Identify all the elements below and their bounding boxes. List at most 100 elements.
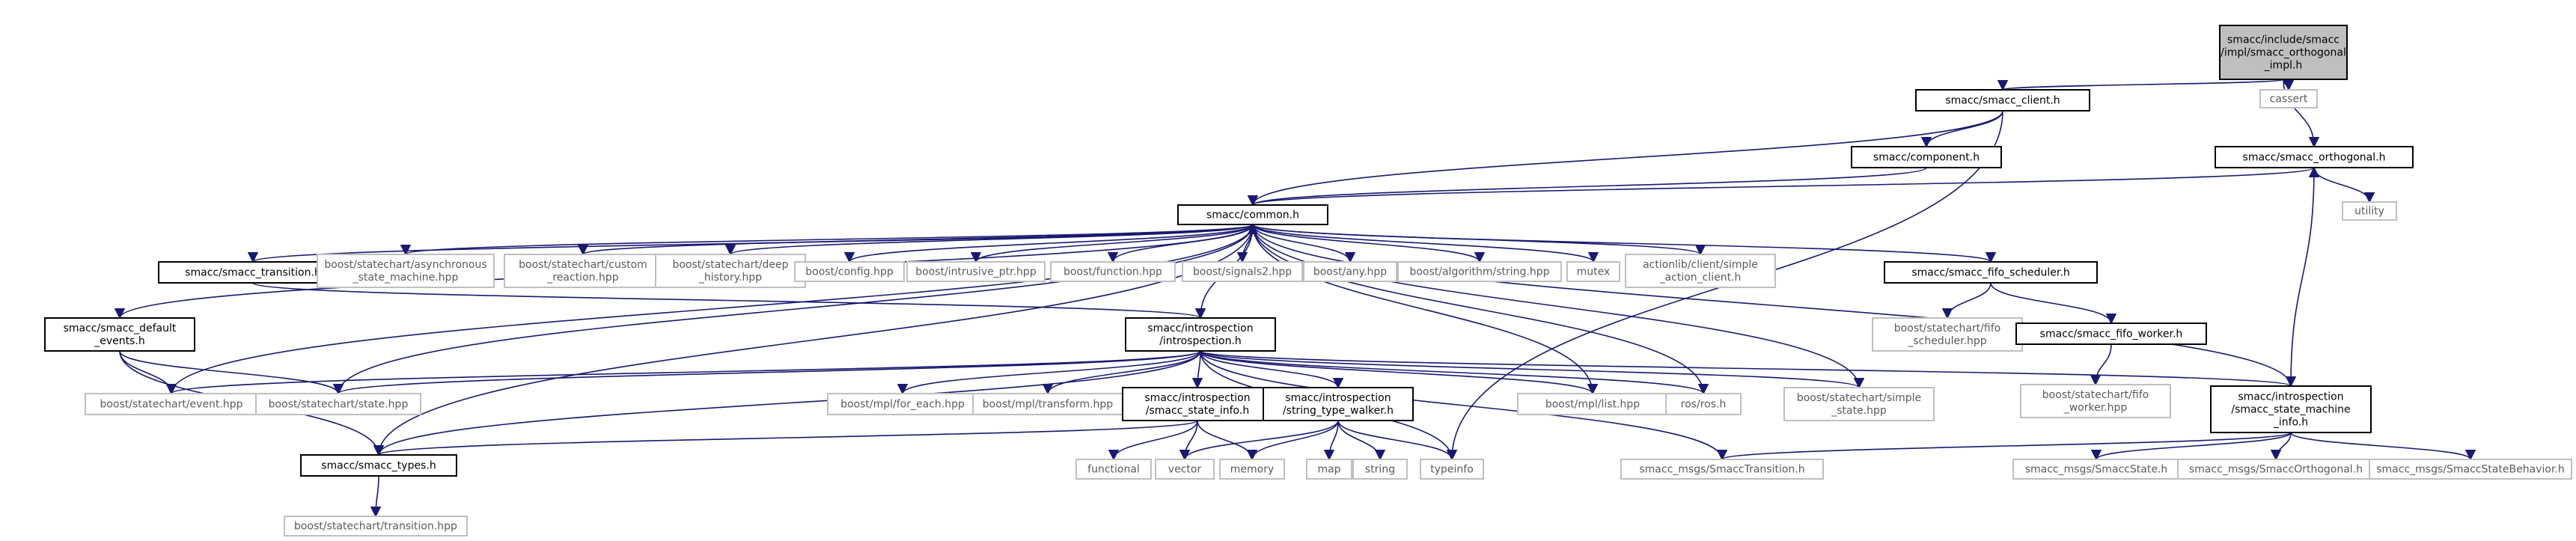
- node-box-config: [794, 261, 905, 282]
- node-box-msg_state_behavior: [2369, 459, 2572, 480]
- node-function: boost/function.hpp: [1050, 261, 1176, 282]
- edge-introspection-to-type_walker: [1200, 350, 1344, 389]
- node-label-for_each: boost/mpl/for_each.hpp: [840, 399, 965, 411]
- node-box-typeinfo: [1420, 459, 1484, 480]
- node-msg_state_behavior: smacc_msgs/SmaccStateBehavior.h: [2369, 459, 2572, 480]
- node-fifo_worker[interactable]: smacc/smacc_fifo_worker.h: [2015, 323, 2207, 345]
- node-default_events[interactable]: smacc/smacc_default_events.h: [44, 317, 195, 352]
- edge-common-to-algorithm: [1252, 224, 1486, 263]
- node-label-algorithm: boost/algorithm/string.hpp: [1409, 266, 1549, 278]
- node-label-functional: functional: [1087, 464, 1140, 476]
- node-box-transition: [158, 261, 348, 284]
- edge-introspection-to-simple_state: [1200, 350, 1864, 389]
- node-box-event: [85, 393, 258, 415]
- edge-state_info-to-smacc_types: [373, 420, 1198, 456]
- node-functional: functional: [1075, 459, 1152, 480]
- node-box-common: [1177, 204, 1328, 225]
- node-label-mutex: mutex: [1577, 266, 1611, 278]
- edge-common-to-ros: [1252, 224, 1709, 395]
- node-label-vector: vector: [1168, 464, 1202, 476]
- edge-introspection-to-mpl_transform: [1042, 350, 1201, 395]
- node-state_info[interactable]: smacc/introspection/smacc_state_info.h: [1122, 387, 1273, 421]
- node-memory: memory: [1219, 459, 1285, 480]
- node-label-string: string: [1365, 464, 1395, 476]
- node-box-map: [1306, 459, 1352, 480]
- node-label-memory: memory: [1230, 464, 1275, 476]
- edge-common-to-mutex: [1252, 224, 1599, 263]
- edge-sm_info-to-msg_state: [2090, 432, 2292, 461]
- node-state: boost/statechart/state.hpp: [255, 393, 421, 415]
- node-label-deep_history: boost/statechart/deep: [672, 259, 788, 271]
- node-box-any: [1303, 261, 1397, 282]
- node-box-cassert: [2259, 89, 2318, 108]
- node-orthogonal[interactable]: smacc/smacc_orthogonal.h: [2215, 146, 2414, 168]
- node-box-fifo_scheduler: [1884, 261, 2098, 284]
- node-label-client: smacc/smacc_client.h: [1945, 95, 2060, 107]
- edge-state_info-to-functional: [1108, 420, 1198, 461]
- node-box-fifo_worker: [2015, 323, 2207, 345]
- node-box-msg_state: [2012, 459, 2180, 480]
- node-box-state_info: [1122, 387, 1273, 421]
- edge-common-to-simple_state: [1252, 224, 1865, 389]
- node-event: boost/statechart/event.hpp: [85, 393, 258, 415]
- node-label-default_events: _events.h: [94, 335, 145, 347]
- node-box-mpl_list: [1517, 393, 1668, 415]
- node-box-algorithm: [1397, 261, 1562, 282]
- edge-type_walker-to-map: [1323, 420, 1339, 461]
- node-type_walker[interactable]: smacc/introspection/string_type_walker.h: [1263, 387, 1414, 421]
- node-sm_info[interactable]: smacc/introspection/smacc_state_machine_…: [2210, 385, 2372, 433]
- edge-common-to-mpl_list: [1252, 224, 1599, 395]
- node-label-actionlib: actionlib/client/simple: [1643, 259, 1758, 271]
- node-label-smacc_types: smacc/smacc_types.h: [321, 460, 436, 472]
- node-label-introspection: /introspection.h: [1159, 335, 1242, 347]
- node-box-client: [1915, 89, 2090, 111]
- node-transition[interactable]: smacc/smacc_transition.h: [158, 261, 348, 284]
- edge-default_events-to-state: [119, 350, 344, 395]
- node-label-type_walker: smacc/introspection: [1285, 392, 1391, 404]
- node-box-memory: [1219, 459, 1285, 480]
- node-vector: vector: [1155, 459, 1215, 480]
- edge-common-to-intrusive_ptr: [970, 224, 1254, 263]
- edge-type_walker-to-vector: [1179, 420, 1339, 461]
- node-async_sm: boost/statechart/asynchronous_state_mach…: [317, 254, 495, 288]
- edge-fifo_scheduler-to-fifo_worker: [1990, 282, 2117, 325]
- node-label-actionlib: _action_client.h: [1659, 272, 1742, 284]
- node-box-custom_reaction: [504, 254, 662, 288]
- node-smacc_types[interactable]: smacc/smacc_types.h: [300, 454, 457, 477]
- node-box-ros: [1665, 393, 1742, 415]
- edge-type_walker-to-memory: [1246, 420, 1339, 461]
- node-for_each: boost/mpl/for_each.hpp: [827, 393, 978, 415]
- node-msg_state: smacc_msgs/SmaccState.h: [2012, 459, 2180, 480]
- node-client[interactable]: smacc/smacc_client.h: [1915, 89, 2090, 111]
- node-label-event: boost/statechart/event.hpp: [100, 399, 242, 411]
- node-box-root: [2219, 25, 2348, 80]
- node-label-component: smacc/component.h: [1873, 152, 1980, 164]
- node-common[interactable]: smacc/common.h: [1177, 204, 1328, 225]
- node-box-deep_history: [655, 254, 806, 288]
- node-box-bs_transition: [284, 516, 468, 537]
- node-fifo_scheduler[interactable]: smacc/smacc_fifo_scheduler.h: [1884, 261, 2098, 284]
- node-component[interactable]: smacc/component.h: [1851, 146, 2002, 168]
- edge-client-to-common: [1248, 110, 2003, 207]
- node-utility: utility: [2342, 201, 2397, 221]
- node-label-root: /impl/smacc_orthogonal: [2221, 47, 2346, 59]
- edges-layer: [115, 79, 2476, 518]
- edge-component-to-common: [1248, 167, 1927, 207]
- node-label-deep_history: _history.hpp: [698, 272, 762, 284]
- node-cassert: cassert: [2259, 89, 2318, 108]
- node-introspection[interactable]: smacc/introspection/introspection.h: [1125, 317, 1276, 352]
- node-actionlib: actionlib/client/simple_action_client.h: [1625, 254, 1776, 288]
- node-config: boost/config.hpp: [794, 261, 905, 282]
- node-label-async_sm: boost/statechart/asynchronous: [324, 259, 486, 271]
- edge-introspection-to-event: [166, 350, 1201, 395]
- node-msg_orthogonal: smacc_msgs/SmaccOrthogonal.h: [2177, 459, 2375, 480]
- node-root[interactable]: smacc/include/smacc/impl/smacc_orthogona…: [2219, 25, 2348, 80]
- edge-introspection-to-state: [333, 350, 1201, 395]
- node-box-smacc_types: [300, 454, 457, 477]
- edge-common-to-state: [332, 224, 1254, 395]
- node-algorithm: boost/algorithm/string.hpp: [1397, 261, 1562, 282]
- node-label-utility: utility: [2354, 206, 2384, 218]
- node-label-intrusive_ptr: boost/intrusive_ptr.hpp: [915, 266, 1037, 278]
- node-deep_history: boost/statechart/deep_history.hpp: [655, 254, 806, 288]
